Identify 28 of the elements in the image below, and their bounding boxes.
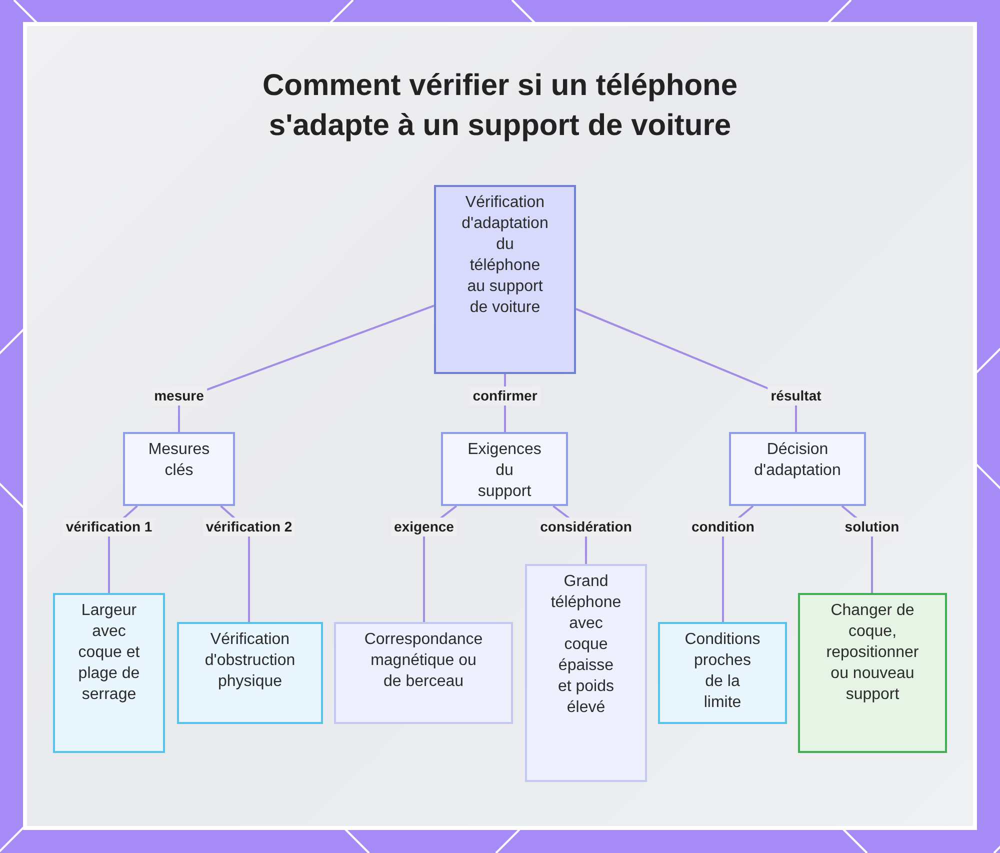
- detail-box: [525, 564, 647, 782]
- detail-box: [53, 593, 165, 753]
- edge-label: vérification 2: [202, 518, 296, 536]
- topic-box: [434, 185, 576, 374]
- edge-label: résultat: [768, 386, 824, 406]
- node-label: Exigences du support: [467, 440, 542, 502]
- node-label: Largeur avec coque et plage de serrage: [77, 601, 141, 705]
- node-label: Correspondance magnétique ou de berceau: [363, 630, 484, 692]
- detail-box: [658, 622, 787, 724]
- node-label: Vérification d'obstruction physique: [204, 630, 296, 692]
- edge-label: exigence: [391, 518, 457, 536]
- solution-box: [798, 593, 947, 753]
- connector-line: [178, 304, 434, 432]
- detail-box: [177, 622, 323, 724]
- node-label: Mesures clés: [147, 440, 211, 481]
- diagram-title: Comment vérifier si un téléphone s'adapte à un support de voiture: [261, 68, 739, 144]
- node-label: Vérification d'adaptation du téléphone au support de voiture: [460, 193, 550, 318]
- node-label: Conditions proches de la limite: [684, 630, 760, 713]
- category-box: [441, 432, 568, 506]
- category-box: [729, 432, 866, 506]
- edge-label: considération: [537, 518, 635, 536]
- node-label: Décision d'adaptation: [753, 440, 842, 481]
- node-label: Changer de coque, repositionner ou nouveau support: [825, 601, 920, 705]
- edge-label: vérification 1: [62, 518, 156, 536]
- category-box: [123, 432, 235, 506]
- edge-label: confirmer: [470, 386, 540, 406]
- node-label: Grand téléphone avec coque épaisse et poids élevé: [550, 572, 622, 718]
- detail-box: [334, 622, 513, 724]
